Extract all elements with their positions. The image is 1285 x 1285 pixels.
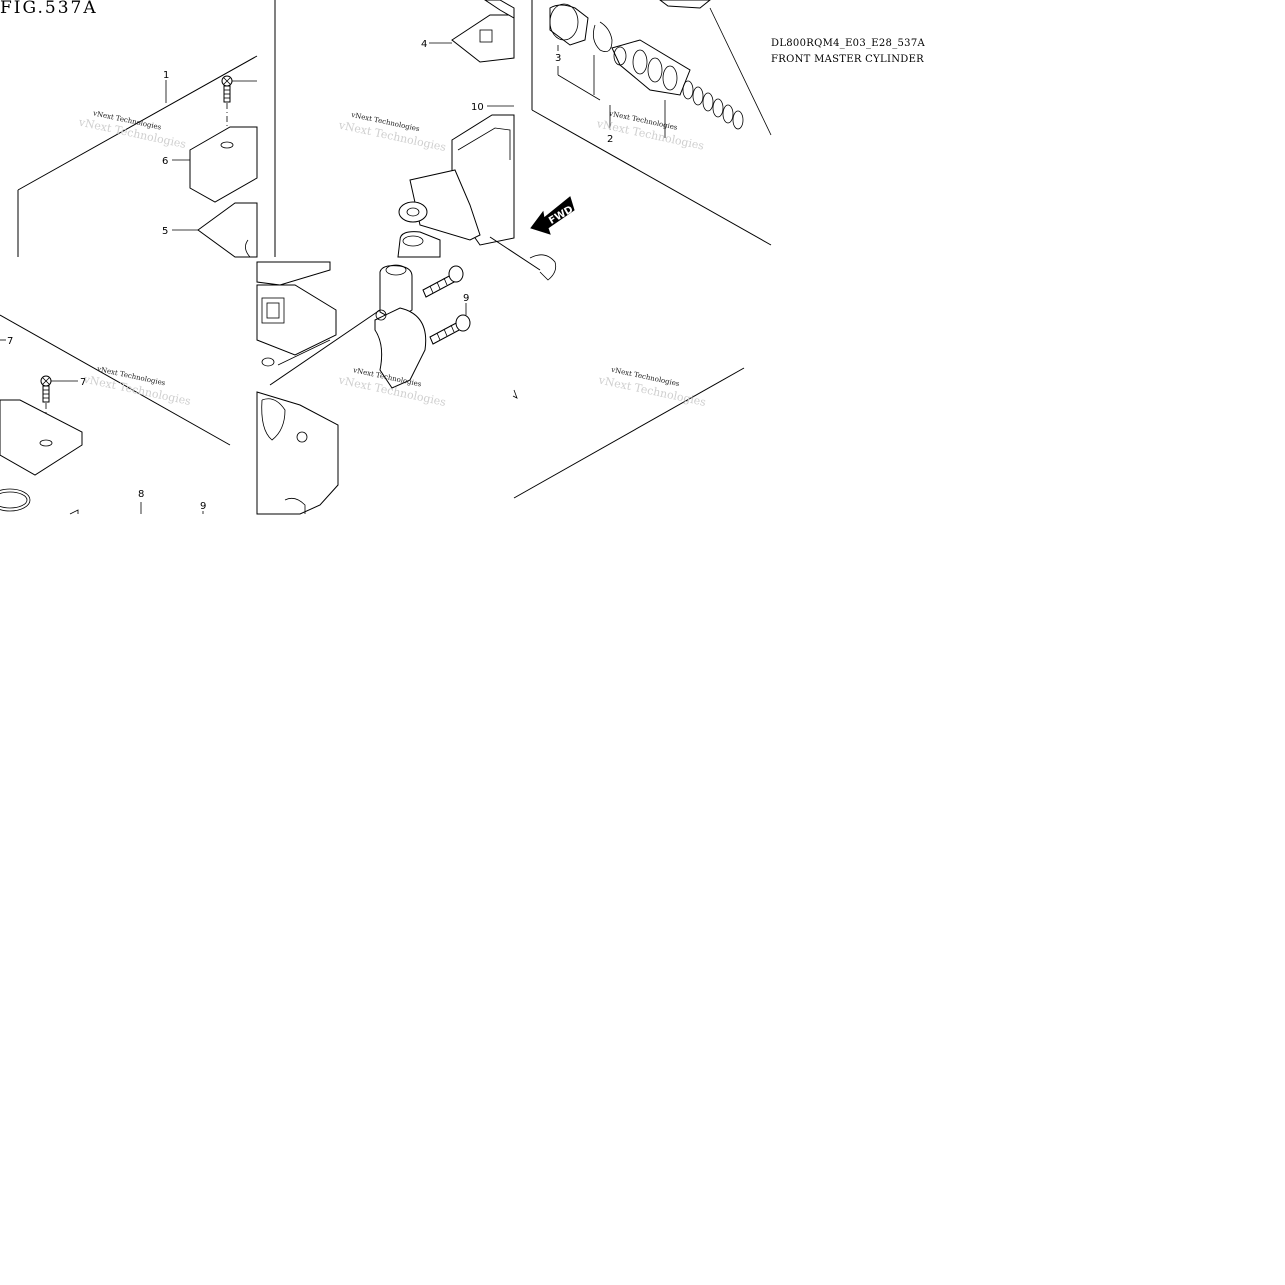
callout-9a: 9 — [200, 501, 206, 512]
holder-clamp — [374, 264, 427, 389]
reservoir-cap — [189, 126, 258, 203]
bolt-2 — [429, 314, 471, 345]
fwd-arrow: FWD — [530, 196, 575, 235]
boot — [549, 3, 589, 46]
callout-7b: 7 — [80, 377, 86, 388]
screw-2 — [40, 375, 78, 403]
bolt-1 — [422, 265, 464, 298]
callout-2: 2 — [607, 134, 613, 145]
reservoir-cap-2 — [0, 399, 83, 476]
watermark-4: vNext Technologies vNext Technologies — [81, 365, 192, 408]
lower-body — [256, 391, 339, 515]
callout-8: 8 — [138, 489, 144, 500]
tile-top-left: 1 6 5 — [17, 0, 276, 258]
model-code: DL800RQM4_E03_E28_537A — [771, 38, 926, 49]
callout-10: 10 — [471, 102, 484, 113]
watermark-6: vNext Technologies vNext Technologies — [597, 366, 708, 409]
callout-4: 4 — [421, 39, 427, 50]
tile-top-middle: 4 10 vNext Technologies vNext Technologi… — [274, 0, 515, 258]
figure-title: FIG.537A — [0, 0, 98, 18]
callout-6: 6 — [162, 156, 168, 167]
tile-bottom-right: FWD vNext Technologies vNext Technologie… — [513, 196, 745, 499]
callout-5: 5 — [162, 226, 168, 237]
diaphragm-plate — [197, 202, 258, 258]
spring — [682, 80, 744, 130]
tile-bottom-left: 7 7 8 9 — [0, 314, 231, 515]
piston-assembly — [611, 39, 691, 96]
part-name: FRONT MASTER CYLINDER — [771, 54, 924, 65]
master-cylinder-body — [397, 114, 515, 258]
callout-7a: 7 — [7, 336, 13, 347]
tile-bottom-middle: 9 vNext Technologies vNext Technologies — [256, 236, 541, 515]
watermark-1: vNext Technologies vNext Technologies — [77, 109, 188, 151]
callout-9b: 9 — [463, 293, 469, 304]
callout-1: 1 — [163, 70, 169, 81]
watermark-2: vNext Technologies vNext Technologies — [337, 111, 448, 154]
screw — [221, 75, 257, 103]
watermark-3: vNext Technologies vNext Technologies — [595, 109, 706, 152]
callout-3: 3 — [555, 53, 561, 64]
